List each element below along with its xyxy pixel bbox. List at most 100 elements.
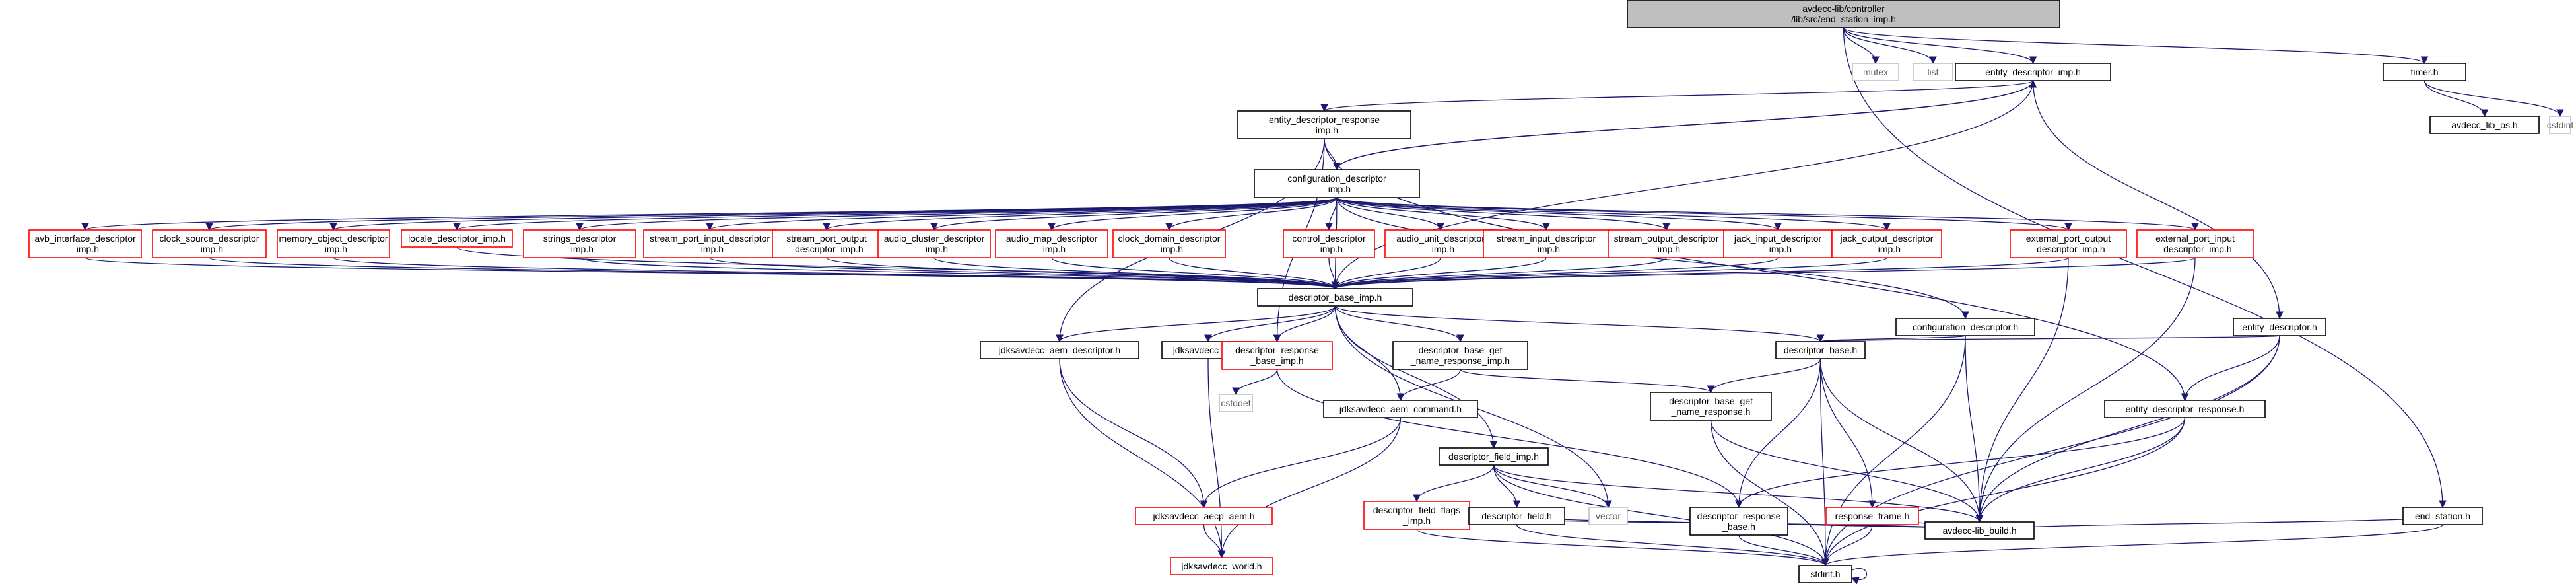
node-label: mutex	[1863, 67, 1888, 77]
edge-audio_cluster-to-descriptor_base_imp	[933, 257, 1339, 290]
node-label: descriptor_field.h	[1481, 511, 1552, 521]
node-stream-port-input[interactable]: stream_port_input_descriptor_imp.h	[643, 229, 776, 258]
node-root[interactable]: avdecc-lib/controller/lib/src/end_statio…	[1627, 0, 2060, 28]
node-box	[1170, 557, 1273, 575]
node-jdksavdecc-aem-descriptor[interactable]: jdksavdecc_aem_descriptor.h	[980, 341, 1139, 359]
node-label: cstddef	[1221, 398, 1250, 408]
edge-entity_descriptor_response-to-avdecc_lib_build	[1975, 417, 2186, 523]
edge-descriptor_base_get_name_response-to-avdecc_lib_build	[1710, 420, 1984, 523]
node-box	[2402, 507, 2483, 525]
node-mutex[interactable]: mutex	[1852, 63, 1899, 81]
node-label: stream_input_descriptor	[1497, 233, 1596, 244]
edge-descriptor_base-to-descriptor_response_base	[1735, 358, 1821, 509]
node-response-frame[interactable]: response_frame.h	[1825, 507, 1919, 525]
node-cstdint[interactable]: cstdint	[2547, 116, 2574, 134]
node-label: external_port_output	[2026, 233, 2111, 244]
node-entity-descriptor-response[interactable]: entity_descriptor_response.h	[2104, 400, 2266, 418]
node-audio-unit[interactable]: audio_unit_descriptor_imp.h	[1384, 229, 1497, 258]
node-descriptor-response-base-imp[interactable]: descriptor_response_base_imp.h	[1221, 341, 1333, 370]
node-label: stream_output_descriptor	[1614, 233, 1719, 244]
node-avb-interface[interactable]: avb_interface_descriptor_imp.h	[28, 229, 142, 258]
node-box	[1135, 507, 1273, 525]
node-jdksavdecc-aem-command[interactable]: jdksavdecc_aem_command.h	[1323, 400, 1478, 418]
node-label: external_port_input	[2155, 233, 2235, 244]
node-audio-map[interactable]: audio_map_descriptor_imp.h	[995, 229, 1108, 258]
node-entity-descriptor-imp[interactable]: entity_descriptor_imp.h	[1955, 63, 2111, 81]
edge-jdksavdecc_aem_descriptor-to-jdksavdecc_aecp_aem	[1059, 358, 1208, 509]
node-label: stream_port_input_descriptor	[650, 233, 770, 244]
edge-entity_descriptor-to-stdint	[1821, 335, 2280, 567]
node-timer[interactable]: timer.h	[2383, 63, 2466, 81]
node-label: _imp.h	[1310, 125, 1338, 135]
edge-configuration_descriptor_imp-to-locale	[453, 197, 1338, 231]
node-box	[1254, 169, 1420, 198]
node-entity-descriptor-response-imp[interactable]: entity_descriptor_response_imp.h	[1237, 110, 1411, 139]
node-label: descriptor_response	[1697, 511, 1781, 521]
node-memory-object[interactable]: memory_object_descriptor_imp.h	[277, 229, 390, 258]
node-label: end_station.h	[2415, 511, 2470, 521]
edge-configuration_descriptor_imp-to-jack_input	[1336, 197, 1782, 231]
node-stream-port-output[interactable]: stream_port_output_descriptor_imp.h	[772, 229, 881, 258]
edge-configuration_descriptor_imp-to-entity_descriptor_imp	[1336, 79, 2037, 170]
node-strings[interactable]: strings_descriptor_imp.h	[523, 229, 636, 258]
node-descriptor-base-get-name-response-imp[interactable]: descriptor_base_get_name_response_imp.h	[1392, 341, 1528, 370]
node-external-port-output[interactable]: external_port_output_descriptor_imp.h	[2010, 229, 2127, 258]
edge-descriptor_field-to-stdint	[1516, 524, 1829, 567]
node-end-station[interactable]: end_station.h	[2402, 507, 2483, 525]
node-entity-descriptor[interactable]: entity_descriptor.h	[2233, 318, 2326, 336]
node-label: jdksavdecc_world.h	[1180, 561, 1262, 571]
node-configuration-descriptor-imp[interactable]: configuration_descriptor_imp.h	[1254, 169, 1420, 198]
file-nodes: avdecc-lib/controller/lib/src/end_statio…	[28, 0, 2574, 583]
node-stdint[interactable]: stdint.h	[1798, 565, 1852, 583]
node-control[interactable]: control_descriptor_imp.h	[1283, 229, 1375, 258]
node-list[interactable]: list	[1913, 63, 1953, 81]
edge-external_port_input-to-descriptor_base_imp	[1332, 257, 2196, 290]
node-descriptor-base[interactable]: descriptor_base.h	[1775, 341, 1866, 359]
node-label: _imp.h	[1872, 244, 1901, 254]
node-jack-input[interactable]: jack_input_descriptor_imp.h	[1723, 229, 1833, 258]
edge-external_port_output-to-avdecc_lib_build	[1975, 257, 2069, 523]
node-label: cstdint	[2547, 120, 2574, 130]
node-clock-source[interactable]: clock_source_descriptor_imp.h	[152, 229, 267, 258]
edge-descriptor_base_imp-to-descriptor_base_get_name_response_imp	[1334, 305, 1464, 343]
edge-descriptor_base_imp-to-jdksavdecc_aem_descriptor	[1056, 305, 1336, 343]
node-label: _base.h	[1722, 521, 1755, 532]
node-stream-input[interactable]: stream_input_descriptor_imp.h	[1483, 229, 1610, 258]
node-configuration-descriptor[interactable]: configuration_descriptor.h	[1895, 318, 2035, 336]
edge-descriptor_base_get_name_response-to-stdint	[1710, 420, 1829, 567]
node-jack-output[interactable]: jack_output_descriptor_imp.h	[1831, 229, 1942, 258]
node-clock-domain[interactable]: clock_domain_descriptor_imp.h	[1112, 229, 1226, 258]
edge-entity_descriptor_imp-to-entity_descriptor_response_imp	[1320, 80, 2034, 112]
node-descriptor-field-flags-imp[interactable]: descriptor_field_flags_imp.h	[1363, 501, 1470, 530]
node-external-port-input[interactable]: external_port_input_descriptor_imp.h	[2136, 229, 2254, 258]
node-descriptor-base-imp[interactable]: descriptor_base_imp.h	[1257, 288, 1413, 307]
node-jdksavdecc-aecp-aem[interactable]: jdksavdecc_aecp_aem.h	[1135, 507, 1273, 525]
node-descriptor-field[interactable]: descriptor_field.h	[1468, 507, 1565, 525]
node-box	[1392, 341, 1528, 370]
node-box	[1895, 318, 2035, 336]
node-jdksavdecc-world[interactable]: jdksavdecc_world.h	[1170, 557, 1273, 575]
edge-jdksavdecc_aem_descriptor-to-jdksavdecc_world	[1059, 358, 1226, 559]
edge-root-to-list	[1843, 27, 1937, 65]
edge-descriptor_base_imp-to-descriptor_base	[1334, 305, 1825, 343]
node-label: avdecc_lib_os.h	[2451, 120, 2517, 130]
node-avdecc-lib-os[interactable]: avdecc_lib_os.h	[2429, 116, 2540, 134]
node-box	[1257, 288, 1413, 307]
node-vector[interactable]: vector	[1588, 507, 1628, 525]
node-box	[1924, 521, 2035, 540]
node-locale[interactable]: locale_descriptor_imp.h	[401, 229, 513, 248]
node-stream-output[interactable]: stream_output_descriptor_imp.h	[1608, 229, 1725, 258]
node-box	[2549, 116, 2571, 134]
node-descriptor-base-get-name-response[interactable]: descriptor_base_get_name_response.h	[1650, 392, 1772, 421]
node-box	[1627, 0, 2060, 28]
node-box	[2429, 116, 2540, 134]
edge-descriptor_field_imp-to-descriptor_field_flags_imp	[1413, 464, 1495, 503]
edge-entity_descriptor_response-to-descriptor_response_base	[1735, 417, 2186, 509]
node-descriptor-field-imp[interactable]: descriptor_field_imp.h	[1439, 447, 1549, 466]
edge-descriptor_base_get_name_response_imp-to-descriptor_base_get_name_response	[1460, 369, 1715, 394]
node-label: _imp.h	[71, 244, 99, 254]
node-audio-cluster[interactable]: audio_cluster_descriptor_imp.h	[877, 229, 991, 258]
node-descriptor-response-base[interactable]: descriptor_response_base.h	[1689, 507, 1788, 536]
node-avdecc-lib-build[interactable]: avdecc-lib_build.h	[1924, 521, 2035, 540]
node-cstddef[interactable]: cstddef	[1219, 394, 1253, 412]
